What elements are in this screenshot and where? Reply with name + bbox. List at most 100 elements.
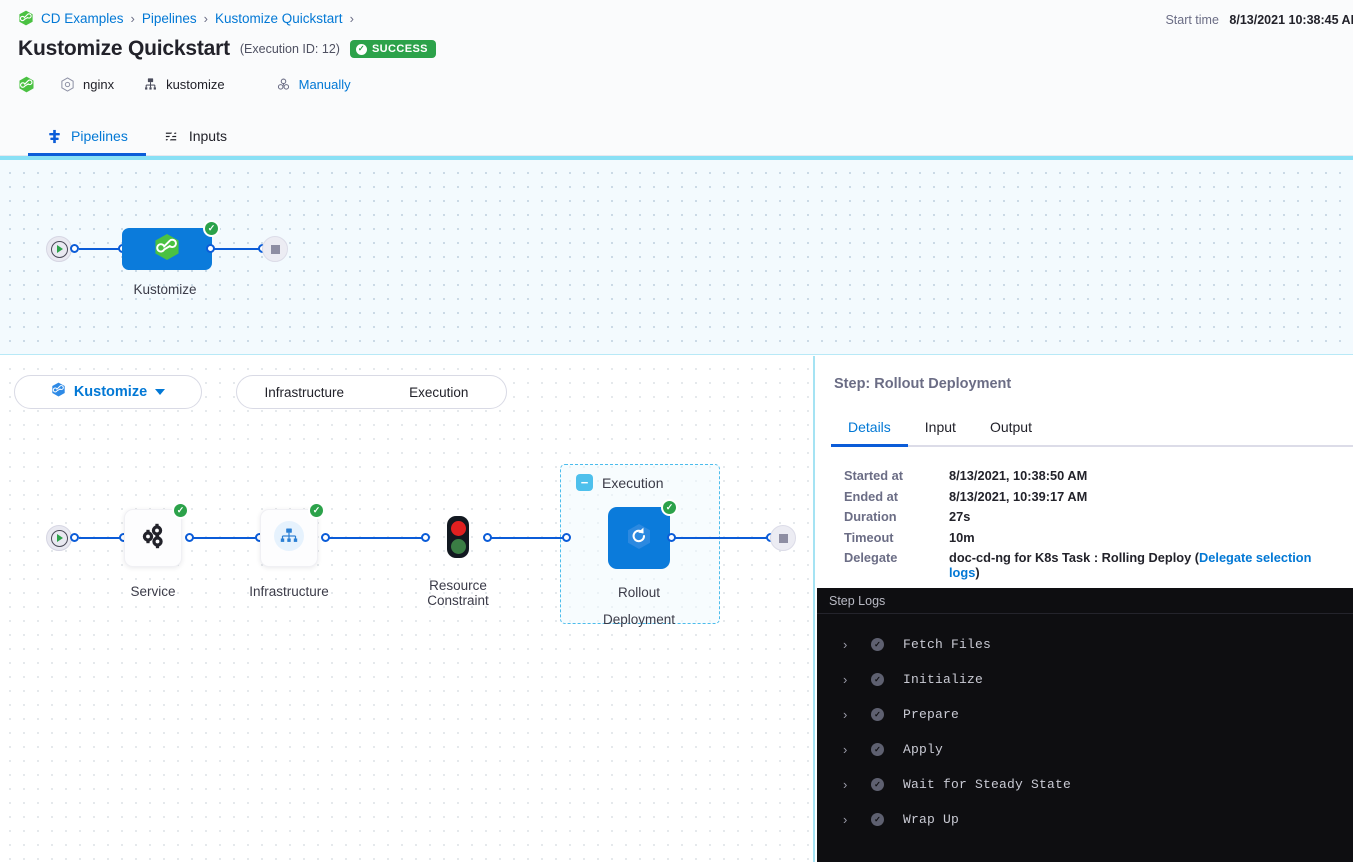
meta-trigger[interactable]: Manually (275, 76, 351, 93)
step-detail-title: Step: Rollout Deployment (834, 376, 1012, 392)
detail-value: 27s (949, 509, 971, 524)
step-node-label-infrastructure: Infrastructure (249, 584, 329, 599)
graph-edge (79, 248, 124, 250)
tab-inputs-label: Inputs (188, 128, 227, 144)
minus-icon[interactable]: − (576, 474, 593, 491)
detail-row-timeout: Timeout 10m (844, 530, 1343, 545)
chevron-right-icon[interactable]: › (843, 742, 848, 757)
step-node-label-resource-constraint: Resource Constraint (398, 578, 518, 609)
detail-value-suffix: ) (975, 565, 980, 580)
log-section-label: Prepare (903, 707, 960, 722)
edge-dot (562, 533, 571, 542)
stage-node-label: Kustomize (133, 282, 197, 297)
tab-details[interactable]: Details (831, 419, 908, 447)
status-badge-label: SUCCESS (371, 43, 428, 55)
infrastructure-icon (272, 519, 306, 558)
label-line-1: Resource (429, 578, 487, 593)
chevron-right-icon[interactable]: › (843, 707, 848, 722)
chevron-right-icon[interactable]: › (843, 637, 848, 652)
label-line-2: Constraint (427, 593, 489, 609)
page-title: Kustomize Quickstart (18, 37, 230, 60)
graph-edge (329, 537, 424, 539)
chevron-right-icon[interactable]: › (843, 672, 848, 687)
stop-icon (778, 533, 788, 543)
delegate-selection-logs-link[interactable]: Delegate selection logs (949, 550, 1312, 580)
edge-dot (70, 533, 79, 542)
graph-edge (79, 537, 125, 539)
execution-meta-row: nginx kustomize (18, 76, 351, 93)
status-success-icon: ✓ (871, 813, 884, 826)
stage-selector-dropdown[interactable]: Kustomize (14, 375, 202, 409)
edge-dot (421, 533, 430, 542)
detail-row-duration: Duration 27s (844, 509, 1343, 524)
detail-key: Started at (844, 468, 904, 483)
chevron-right-icon[interactable]: › (843, 777, 848, 792)
traffic-light-green-icon (450, 538, 466, 554)
breadcrumb-item-pipelines[interactable]: Pipelines (141, 10, 197, 26)
tab-inputs[interactable]: Inputs (146, 128, 245, 155)
start-time-label: Start time (1165, 13, 1219, 27)
pipeline-graph-canvas[interactable]: ✓ Kustomize (0, 156, 1353, 355)
meta-trigger-label[interactable]: Manually (298, 77, 351, 92)
breadcrumb-item-kustomize-quickstart[interactable]: Kustomize Quickstart (215, 10, 343, 26)
meta-service-label: nginx (83, 77, 115, 92)
rollout-icon (624, 521, 654, 556)
start-time: Start time 8/13/2021 10:38:45 AM (1165, 13, 1353, 27)
breadcrumb-separator: › (349, 10, 354, 26)
tab-pipelines[interactable]: Pipelines (28, 128, 146, 156)
step-node-label-rollout-deployment: Rollout Deployment (579, 585, 699, 628)
log-section-label: Wrap Up (903, 812, 960, 827)
section-tab-execution[interactable]: Execution (409, 384, 469, 400)
graph-start-node[interactable] (46, 525, 72, 551)
detail-row-started-at: Started at 8/13/2021, 10:38:50 AM (844, 468, 1343, 483)
breadcrumb-separator: › (130, 10, 135, 26)
detail-row-delegate: Delegate doc-cd-ng for K8s Task : Rollin… (844, 550, 1343, 580)
kustomize-icon (142, 76, 159, 93)
graph-end-node[interactable] (262, 236, 288, 262)
status-success-icon: ✓ (308, 502, 325, 519)
detail-value-text: doc-cd-ng for K8s Task : Rolling Deploy … (949, 550, 1200, 565)
stage-node-kustomize[interactable]: ✓ (122, 220, 220, 270)
stop-icon (270, 244, 280, 254)
log-section-label: Apply (903, 742, 944, 757)
log-section-wrap-up[interactable]: › ✓ Wrap Up (817, 802, 1353, 837)
section-tab-infrastructure[interactable]: Infrastructure (264, 384, 345, 400)
log-section-apply[interactable]: › ✓ Apply (817, 732, 1353, 767)
detail-key: Timeout (844, 529, 894, 545)
detail-key: Ended at (844, 488, 899, 504)
title-row: Kustomize Quickstart (Execution ID: 12) … (18, 37, 436, 61)
tab-pipelines-label: Pipelines (71, 128, 128, 144)
graph-end-node[interactable] (770, 525, 796, 551)
meta-deployment-type-label: kustomize (166, 77, 225, 92)
log-section-wait-for-steady-state[interactable]: › ✓ Wait for Steady State (817, 767, 1353, 802)
stage-section-tabs: Infrastructure Execution (236, 375, 507, 409)
graph-edge (491, 537, 570, 539)
detail-value: 8/13/2021, 10:39:17 AM (949, 488, 1088, 504)
execution-graph-canvas[interactable]: Kustomize Infrastructure Execution − Exe… (0, 356, 815, 862)
chevron-right-icon[interactable]: › (843, 812, 848, 827)
label-line-2: Deployment (602, 612, 676, 628)
execution-group-header[interactable]: − Execution (576, 474, 663, 491)
traffic-light-red-icon (450, 520, 466, 536)
step-node-rollout-deployment[interactable]: ✓ (608, 499, 678, 569)
log-section-initialize[interactable]: › ✓ Initialize (817, 662, 1353, 697)
harness-logo-icon (18, 76, 35, 93)
log-section-prepare[interactable]: › ✓ Prepare (817, 697, 1353, 732)
log-section-label: Wait for Steady State (903, 777, 1072, 792)
harness-logo-icon (153, 233, 181, 266)
meta-service: nginx (59, 76, 114, 93)
log-section-fetch-files[interactable]: › ✓ Fetch Files (817, 627, 1353, 662)
start-time-value: 8/13/2021 10:38:45 AM (1229, 13, 1353, 27)
step-node-infrastructure[interactable]: ✓ (260, 502, 325, 567)
graph-start-node[interactable] (46, 236, 72, 262)
tab-input[interactable]: Input (924, 419, 956, 435)
step-node-service[interactable]: ✓ (124, 502, 189, 567)
check-icon: ✓ (355, 43, 367, 55)
detail-key: Delegate (844, 550, 898, 565)
status-success-icon: ✓ (203, 220, 220, 237)
meta-deployment-type: kustomize (142, 76, 225, 93)
step-node-resource-constraint[interactable] (447, 516, 469, 558)
tab-output[interactable]: Output (989, 419, 1032, 435)
status-success-icon: ✓ (871, 638, 884, 651)
breadcrumb-item-cd-examples[interactable]: CD Examples (41, 10, 124, 26)
